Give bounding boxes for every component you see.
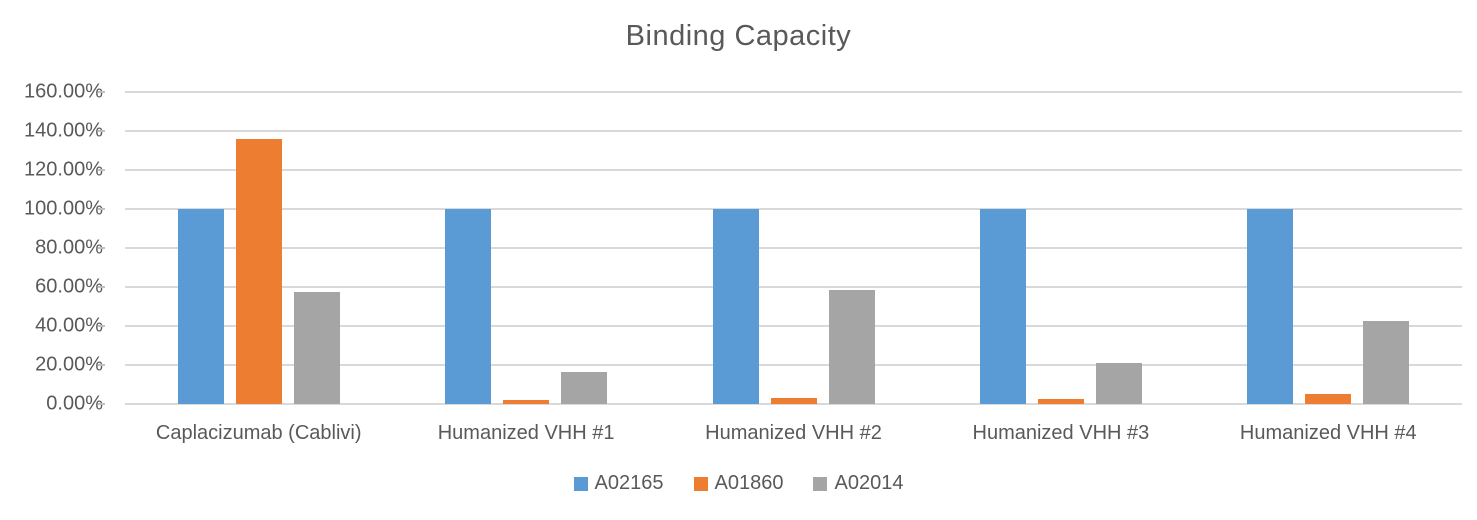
x-axis-category-label: Humanized VHH #4	[1239, 422, 1417, 444]
y-axis-tick-label: 140.00%	[24, 119, 103, 142]
y-axis-tick-label: 20.00%	[35, 353, 103, 376]
bar-A02014-3	[828, 289, 875, 404]
x-axis-category-label: Caplacizumab (Cablivi)	[155, 422, 362, 444]
gridline	[125, 403, 1462, 405]
bar-A02014-1	[293, 291, 340, 404]
y-axis-tick-label: 120.00%	[24, 158, 103, 181]
y-axis-tick-label: 100.00%	[24, 197, 103, 220]
gridline	[125, 364, 1462, 366]
y-axis-tick-mark	[98, 91, 105, 93]
y-axis-tick-mark	[98, 208, 105, 210]
y-axis-tick-label: 60.00%	[35, 275, 103, 298]
chart-title: Binding Capacity	[625, 20, 852, 52]
gridline	[125, 169, 1462, 171]
y-axis-tick-mark	[98, 169, 105, 171]
gridline	[125, 91, 1462, 93]
bar-A01860-1	[235, 138, 282, 404]
bar-A02165-2	[445, 209, 492, 404]
y-axis-tick-label: 40.00%	[35, 314, 103, 337]
y-axis-tick-mark	[98, 247, 105, 249]
gridline	[125, 286, 1462, 288]
y-axis-tick-mark	[98, 325, 105, 327]
legend-swatch-icon	[693, 476, 708, 491]
y-axis-tick-mark	[98, 286, 105, 288]
gridline	[125, 325, 1462, 327]
plot-area	[125, 91, 1462, 405]
x-axis-category-label: Humanized VHH #2	[705, 422, 882, 444]
gridline	[125, 208, 1462, 210]
bar-A01860-5	[1305, 394, 1352, 404]
legend-label: A01860	[714, 472, 784, 494]
bar-A02014-5	[1363, 321, 1410, 404]
y-axis-tick-label: 80.00%	[35, 236, 103, 259]
gridline	[125, 130, 1462, 132]
bar-A01860-2	[503, 400, 550, 404]
bar-A01860-3	[770, 398, 817, 404]
bar-A01860-4	[1037, 399, 1084, 404]
legend-item-A02014: A02014	[813, 472, 903, 495]
y-axis: 0.00% 20.00% 40.00% 60.00% 80.00% 100.00% 120.…	[0, 81, 103, 415]
y-axis-tick-label: 160.00%	[24, 80, 103, 103]
legend-swatch-icon	[813, 476, 828, 491]
bar-A02165-4	[979, 209, 1026, 404]
legend-label: A02014	[834, 472, 904, 494]
legend: A02165 A01860 A02014	[0, 472, 1477, 495]
y-axis-tick-mark	[98, 130, 105, 132]
bar-A02014-2	[561, 371, 608, 404]
legend-item-A01860: A01860	[693, 472, 784, 495]
y-axis-tick-label: 0.00%	[46, 392, 103, 415]
legend-item-A02165: A02165	[573, 472, 664, 495]
x-axis-category-label: Humanized VHH #3	[972, 422, 1150, 444]
bar-A02165-1	[177, 209, 224, 404]
gridline	[125, 247, 1462, 249]
legend-label: A02165	[594, 472, 664, 494]
legend-swatch-icon	[573, 476, 588, 491]
y-axis-tick-mark	[98, 403, 105, 405]
bar-A02165-3	[712, 209, 759, 404]
bar-A02165-5	[1247, 209, 1294, 404]
x-axis-category-label: Humanized VHH #1	[437, 422, 615, 444]
bar-A02014-4	[1095, 363, 1142, 404]
x-axis: Caplacizumab (Cablivi) Humanized VHH #1 Hu…	[125, 422, 1462, 452]
y-axis-tick-mark	[98, 364, 105, 366]
